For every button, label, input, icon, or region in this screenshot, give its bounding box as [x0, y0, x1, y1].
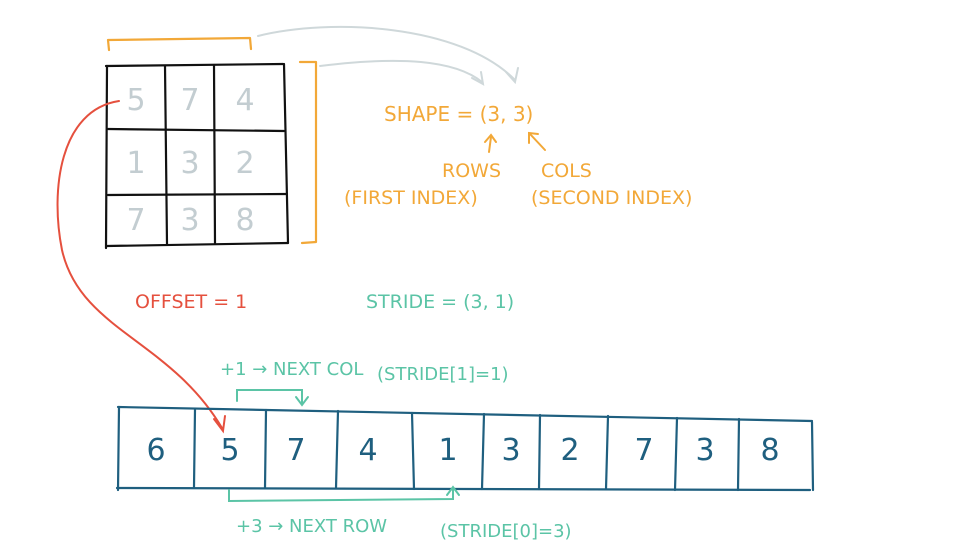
cols-connector-arrow	[257, 26, 516, 81]
matrix-row-divider-2	[106, 192, 289, 197]
storage-element: 7	[286, 433, 305, 468]
storage-top-border	[116, 405, 814, 423]
storage-divider	[410, 411, 416, 491]
matrix-cell: 1	[126, 146, 145, 181]
rows-label: ROWS	[442, 160, 501, 182]
shape-connector-arrows	[257, 26, 519, 86]
rows-index-arrowhead	[484, 133, 497, 143]
matrix-col-divider-2	[212, 63, 217, 245]
next-col-note: (STRIDE[1]=1)	[377, 364, 509, 385]
storage-divider	[673, 416, 679, 492]
storage-element: 6	[146, 433, 165, 468]
matrix-cell: 8	[235, 203, 254, 238]
storage-element: 4	[358, 433, 377, 468]
storage-divider	[736, 417, 741, 492]
storage-element: 7	[634, 433, 653, 468]
storage-divider	[263, 408, 268, 490]
rows-connector-arrow	[319, 59, 483, 83]
matrix-right-border	[282, 62, 290, 245]
matrix-cell: 7	[180, 83, 199, 118]
next-col-bracket-line	[236, 389, 303, 404]
matrix-cell: 5	[126, 83, 145, 118]
storage-element: 8	[760, 433, 779, 468]
storage-element: 3	[501, 433, 520, 468]
next-row-note: (STRIDE[0]=3)	[440, 521, 572, 542]
cols-index-arrow	[529, 133, 546, 151]
storage-left-border	[116, 405, 121, 492]
shape-label: SHAPE = (3, 3)	[384, 102, 533, 126]
matrix-left-border	[104, 64, 109, 250]
storage-element: 1	[438, 433, 457, 468]
storage-divider	[480, 412, 486, 491]
shape-index-arrows	[484, 131, 546, 153]
cols-connector-arrowhead	[505, 67, 519, 85]
offset-arrowhead	[213, 415, 226, 434]
storage-element: 5	[220, 433, 239, 468]
storage-digits: 6 5 7 4 1 3 2 7 3 8	[146, 433, 779, 468]
matrix-cell: 7	[126, 203, 145, 238]
storage-divider	[537, 413, 542, 491]
next-row-label: +3 → NEXT ROW	[236, 516, 387, 537]
next-col-arrowhead	[295, 396, 309, 407]
storage-element: 2	[560, 433, 579, 468]
matrix-row-divider-1	[106, 127, 286, 133]
matrix	[104, 62, 290, 250]
next-row-bracket-line	[228, 488, 454, 503]
matrix-col-divider-1	[163, 64, 169, 246]
matrix-cell: 4	[235, 83, 254, 118]
offset-curve	[56, 100, 223, 429]
next-row-bracket	[228, 485, 460, 503]
right-bracket	[298, 60, 318, 245]
rows-sub-label: (FIRST INDEX)	[344, 187, 478, 209]
matrix-bottom-border	[105, 241, 290, 248]
rows-connector-arrowhead	[471, 71, 485, 86]
matrix-cell: 2	[235, 146, 254, 181]
stride-label: STRIDE = (3, 1)	[366, 291, 514, 313]
storage-bottom-border	[115, 486, 812, 492]
matrix-cell: 3	[180, 203, 199, 238]
offset-arrow	[56, 100, 226, 434]
storage-divider	[192, 407, 197, 489]
top-bracket	[106, 36, 253, 52]
next-row-arrowhead	[446, 485, 460, 496]
shape-brackets	[106, 36, 318, 245]
matrix-cell: 3	[180, 146, 199, 181]
matrix-top-border	[104, 62, 285, 68]
cols-label: COLS	[541, 160, 592, 182]
cols-index-arrowhead	[528, 131, 539, 144]
cols-sub-label: (SECOND INDEX)	[531, 187, 692, 209]
rows-index-arrow	[488, 136, 492, 153]
storage-element: 3	[695, 433, 714, 468]
storage-divider	[604, 414, 610, 491]
storage-right-border	[810, 420, 815, 492]
offset-label: OFFSET = 1	[135, 291, 247, 313]
next-col-bracket	[236, 389, 309, 407]
storage-array	[115, 405, 815, 492]
next-col-label: +1 → NEXT COL	[220, 359, 363, 380]
storage-divider	[334, 409, 340, 490]
